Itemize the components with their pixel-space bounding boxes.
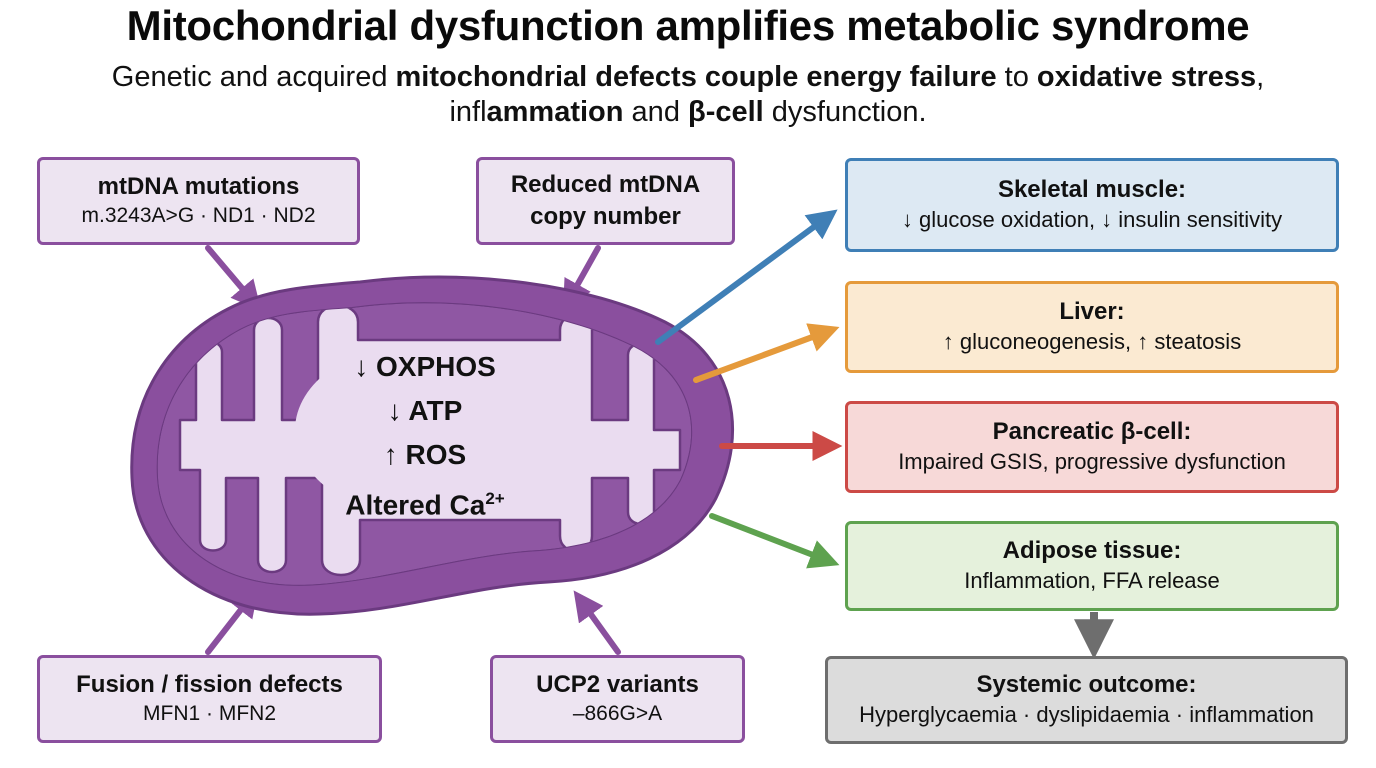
cause-detail: m.3243A>G · ND1 · ND2 [81, 204, 316, 227]
organ-adipose-tissue: Adipose tissue: Inflammation, FFA releas… [845, 521, 1339, 611]
page-subtitle: Genetic and acquired mitochondrial defec… [90, 60, 1286, 130]
cause-mtdna-mutations: mtDNA mutations m.3243A>G · ND1 · ND2 [37, 157, 360, 245]
arrow-to-adipose [709, 513, 840, 569]
subtitle-bold-2: oxidative stress [1036, 61, 1257, 93]
mito-effects: ↓ OXPHOS ↓ ATP ↑ ROS Altered Ca2+ [300, 345, 550, 527]
mito-effect-ros: ↑ ROS [383, 439, 467, 470]
cause-fusion-fission: Fusion / fission defects MFN1 · MFN2 [37, 655, 382, 743]
cause-heading: UCP2 variants [536, 671, 699, 698]
cause-heading: Fusion / fission defects [76, 671, 343, 698]
arrow-mtdna-mutations [205, 245, 262, 311]
mito-calcium-charge: 2+ [485, 489, 505, 508]
subtitle-bold-1: mitochondrial defects couple energy fail… [395, 61, 997, 93]
subtitle-bold-3: ammation [486, 96, 624, 128]
subtitle-bold-4: β-cell [688, 96, 764, 128]
mito-effect-calcium: Altered Ca2+ [300, 477, 550, 527]
outcome-detail: Hyperglycaemia · dyslipidaemia · inflamm… [859, 702, 1314, 727]
arrow-ucp2 [573, 590, 621, 655]
cause-detail: MFN1 · MFN2 [143, 702, 276, 725]
organ-detail: Impaired GSIS, progressive dysfunction [898, 449, 1286, 474]
mito-matrix-core [295, 342, 555, 518]
systemic-outcome: Systemic outcome: Hyperglycaemia · dysli… [825, 656, 1348, 744]
organ-heading: Adipose tissue: [1002, 537, 1182, 564]
arrow-to-liver [693, 323, 840, 383]
cause-heading: mtDNA mutations [97, 173, 300, 200]
arrow-copy-number [562, 245, 601, 311]
organ-heading: Liver: [1059, 298, 1125, 325]
mito-calcium-label: Altered Ca [345, 489, 486, 521]
organ-detail: Inflammation, FFA release [964, 568, 1220, 593]
outcome-heading: Systemic outcome: [976, 671, 1197, 698]
organ-liver: Liver: ↑ gluconeogenesis, ↑ steatosis [845, 281, 1339, 373]
mitochondrion [130, 275, 734, 616]
subtitle-part-5: dysfunction. [763, 96, 927, 128]
subtitle-part-2: to [996, 61, 1037, 93]
cause-detail: –866G>A [572, 702, 663, 725]
subtitle-part-4: and [623, 96, 688, 128]
organ-skeletal-muscle: Skeletal muscle: ↓ glucose oxidation, ↓ … [845, 158, 1339, 252]
subtitle-part-1: Genetic and acquired [111, 61, 396, 93]
cause-heading: Reduced mtDNA copy number [510, 171, 701, 230]
mito-effect-oxphos: ↓ OXPHOS [354, 351, 496, 382]
organ-heading: Pancreatic β-cell: [992, 418, 1192, 445]
organ-detail: ↑ gluconeogenesis, ↑ steatosis [942, 329, 1242, 354]
cause-reduced-copy-number: Reduced mtDNA copy number [476, 157, 735, 245]
mito-effect-atp: ↓ ATP [387, 395, 463, 426]
arrow-to-skeletal-muscle [655, 209, 838, 345]
organ-heading: Skeletal muscle: [997, 176, 1187, 203]
arrow-fusion-fission [205, 586, 259, 655]
subtitle-part-3: , infl [449, 61, 1265, 128]
organ-detail: ↓ glucose oxidation, ↓ insulin sensitivi… [901, 207, 1283, 232]
page-title: Mitochondrial dysfunction amplifies meta… [126, 2, 1250, 49]
cause-ucp2-variants: UCP2 variants –866G>A [490, 655, 745, 743]
organ-pancreatic-beta-cell: Pancreatic β-cell: Impaired GSIS, progre… [845, 401, 1339, 493]
